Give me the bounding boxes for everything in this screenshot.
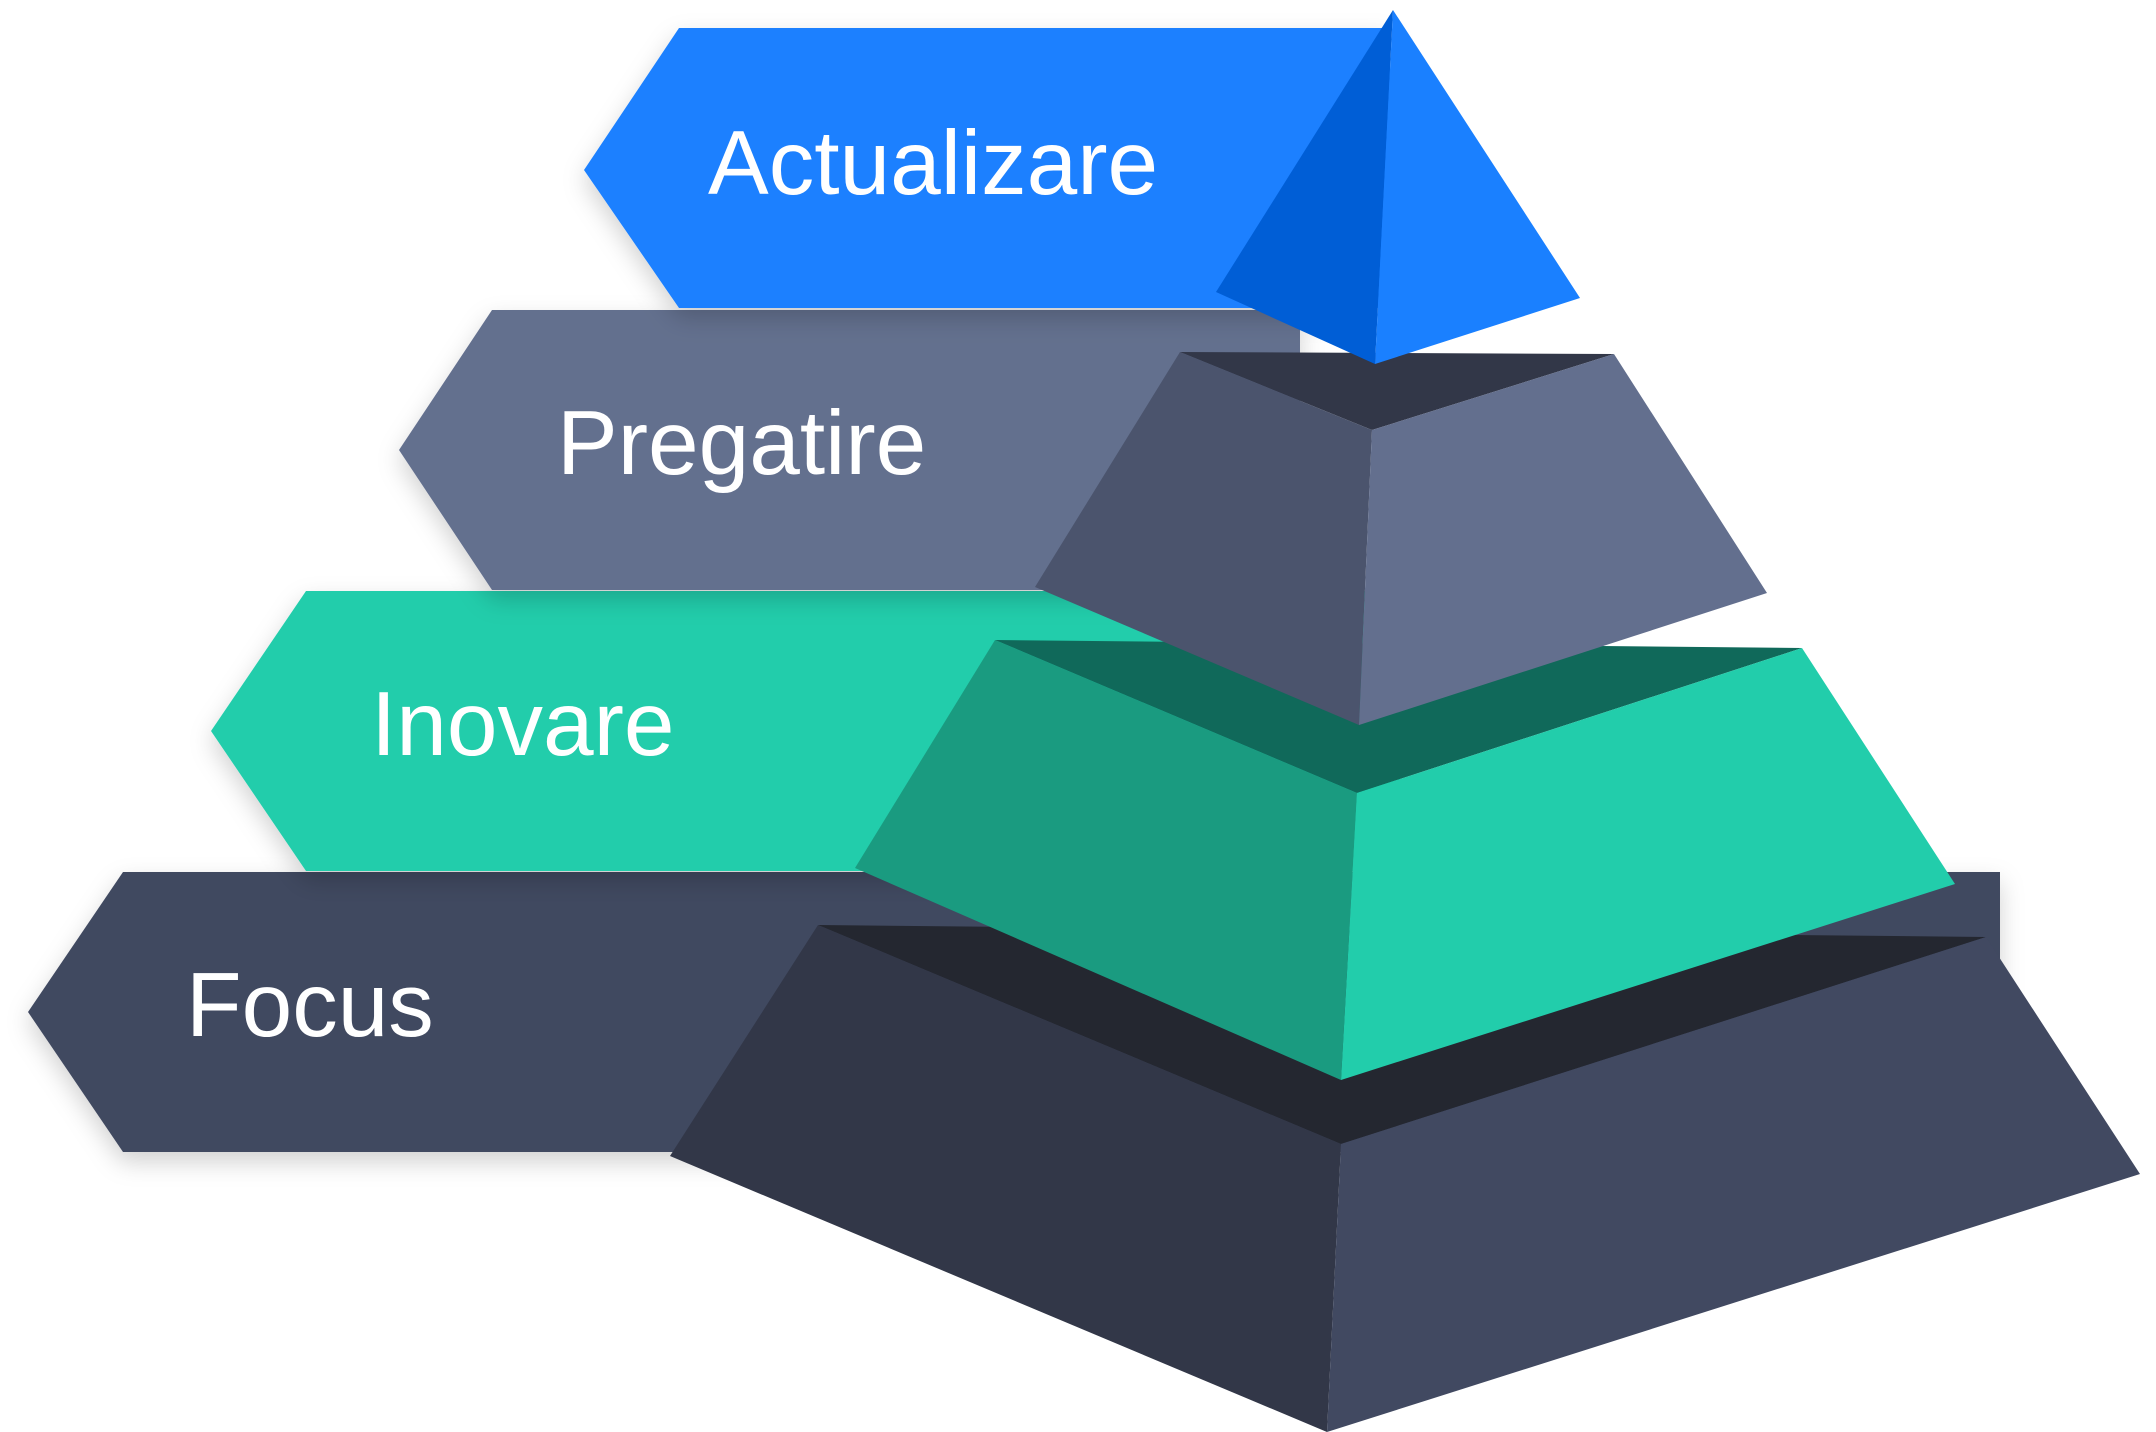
band-label-pregatire: Pregatire — [557, 393, 926, 494]
pyramid-apex-left — [1216, 10, 1393, 364]
band-pregatire — [399, 310, 1300, 590]
level-actualizare: Actualizare — [584, 10, 1580, 364]
pyramid-tier-top-pregatire — [1180, 352, 1614, 430]
band-label-focus: Focus — [186, 955, 434, 1056]
pyramid-tier-left-focus — [670, 925, 1341, 1432]
band-label-actualizare: Actualizare — [708, 113, 1158, 214]
level-inovare: Inovare — [211, 591, 1955, 1080]
band-actualizare — [584, 28, 1390, 308]
band-label-inovare: Inovare — [371, 674, 675, 775]
pyramid-tier-front-focus — [1327, 937, 2140, 1432]
pyramid-tier-left-pregatire — [1035, 352, 1372, 725]
pyramid-tier-front-pregatire — [1359, 354, 1767, 725]
pyramid-apex-front — [1375, 10, 1580, 364]
pyramid-tier-left-inovare — [855, 640, 1357, 1080]
level-pregatire: Pregatire — [399, 310, 1767, 725]
pyramid-tier-front-inovare — [1341, 648, 1955, 1080]
pyramid-tier-top-inovare — [995, 640, 1802, 793]
